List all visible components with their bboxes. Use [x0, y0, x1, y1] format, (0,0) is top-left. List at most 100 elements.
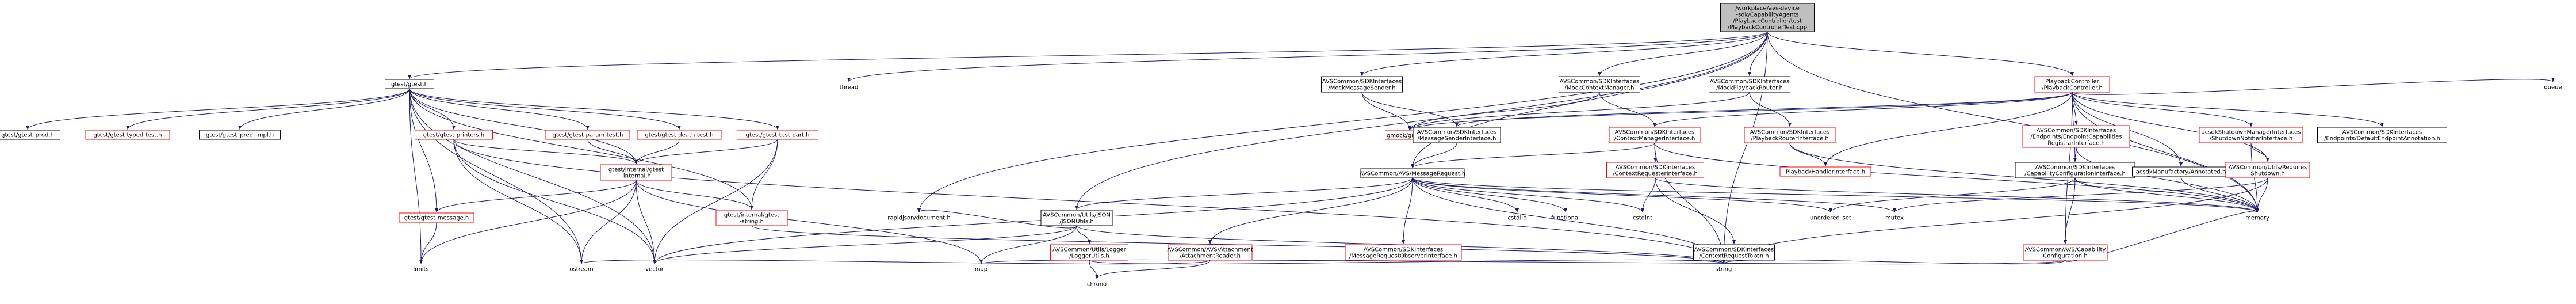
node-box [1609, 127, 1701, 143]
edge-jsonutils-to-vector [653, 225, 1077, 264]
node-label: thread [840, 85, 859, 91]
edge-msgrequest-to-functional [1412, 177, 1567, 213]
node-label: AVSCommon/SDKInterfaces [1560, 79, 1639, 85]
node-label: /PlaybackRouterInterface.h [1751, 136, 1828, 142]
edge-pbctrl-to-defendpoint [2072, 92, 2384, 127]
node-pbctrl[interactable]: PlaybackController/PlaybackController.h [2034, 76, 2110, 93]
edge-msgrequest-to-jsonutils [1075, 177, 1413, 210]
node-defendpoint[interactable]: AVSCommon/SDKInterfaces/Endpoints/Defaul… [2317, 127, 2447, 143]
node-capconfig[interactable]: AVSCommon/AVS/CapabilityConfiguration.h [2023, 244, 2108, 261]
edge-gtest-to-gtest_string [409, 88, 753, 210]
node-label: unordered_set [1810, 215, 1851, 222]
node-mockctxmgr[interactable]: AVSCommon/SDKInterfaces/MockContextManag… [1559, 76, 1640, 93]
node-msgreqobs[interactable]: AVSCommon/SDKInterfaces/MessageRequestOb… [1345, 244, 1462, 261]
edge-root-to-pbctrl [1767, 31, 2074, 77]
node-label: /PlaybackController/test [1733, 18, 1802, 25]
node-ctxreqif[interactable]: AVSCommon/SDKInterfaces/ContextRequester… [1606, 162, 1704, 178]
node-box [85, 130, 170, 140]
node-attachreader[interactable]: AVSCommon/AVS/Attachment/AttachmentReade… [1167, 244, 1253, 261]
node-box [1168, 244, 1253, 261]
node-label: AVSCommon/AVS/MessageRequest.h [1360, 171, 1466, 177]
node-limits: limits [413, 267, 428, 273]
node-label: map [975, 267, 987, 273]
node-label: PlaybackHandlerInterface.h [1786, 169, 1865, 176]
node-gtest_testpart[interactable]: gtest/gtest-test-part.h [737, 130, 818, 140]
node-gtest_message[interactable]: gtest/gtest-message.h [399, 212, 474, 223]
node-gtest_internal[interactable]: gtest/internal/gtest-internal.h [600, 164, 672, 181]
node-box [1693, 244, 1775, 261]
edge-ctxmgrif-to-memory [1654, 142, 2259, 213]
edge-msgsenderif-to-msgrequest [1411, 142, 1457, 169]
edge-requiresshutdown-to-memory [2256, 177, 2268, 213]
edge-pbctrl-to-playhandlerif [1824, 92, 2073, 167]
node-gtest_prod[interactable]: gtest/gtest_prod.h [0, 130, 60, 140]
node-label: limits [413, 267, 428, 273]
node-gtest_param[interactable]: gtest/gtest-param-test.h [545, 130, 630, 140]
node-label: /Endpoints/EndpointCapabilities [2030, 134, 2122, 140]
edge-root-to-gtest [408, 31, 1768, 79]
edge-msgrequest-to-attachreader [1208, 177, 1413, 245]
node-label: AVSCommon/Utils/Logger [1052, 247, 1127, 253]
node-label: /LoggerUtils.h [1069, 253, 1109, 260]
node-vector: vector [645, 267, 664, 273]
node-label: gtest/gtest-death-test.h [645, 132, 713, 139]
node-ctxmgrif[interactable]: AVSCommon/SDKInterfaces/ContextManagerIn… [1609, 127, 1701, 143]
node-gtest_typed[interactable]: gtest/gtest-typed-test.h [85, 130, 170, 140]
node-unordered_set: unordered_set [1810, 215, 1851, 222]
node-label: gtest/gtest_pred_impl.h [206, 132, 274, 139]
node-label: /PlaybackController.h [2042, 85, 2103, 92]
node-label: gtest/gtest-typed-test.h [93, 132, 162, 139]
node-label: mutex [1885, 215, 1904, 222]
node-msgrequest[interactable]: AVSCommon/AVS/MessageRequest.h [1360, 168, 1466, 178]
node-box [385, 79, 434, 89]
edge-gtest_testpart-to-gtest_string [750, 139, 778, 210]
edge-capconfig-to-memory [2065, 208, 2259, 262]
node-label: /MessageSenderInterface.h [1418, 136, 1496, 142]
node-shutdownmgr[interactable]: acsdkShutdownManagerInterfaces/ShutdownN… [2199, 127, 2303, 143]
edge-requiresshutdown-to-string [1722, 177, 2268, 264]
edge-endpointcap-to-memory [2076, 147, 2259, 213]
node-label: /MockMessageSender.h [1328, 85, 1395, 92]
edge-gtest_printers-to-vector [453, 139, 656, 264]
node-manufactory[interactable]: acsdkManufactory/Annotated.h [2132, 166, 2230, 177]
node-root: /workplace/avs-device-sdk/CapabilityAgen… [1720, 3, 1815, 32]
node-endpointcap[interactable]: AVSCommon/SDKInterfaces/Endpoints/Endpoi… [2022, 125, 2130, 148]
node-layer: /workplace/avs-device-sdk/CapabilityAgen… [0, 3, 2562, 288]
node-gtest_pred[interactable]: gtest/gtest_pred_impl.h [199, 130, 281, 140]
node-mockplayrouter[interactable]: AVSCommon/SDKInterfaces/MockPlaybackRout… [1709, 76, 1790, 93]
edge-gtest-to-gtest_typed [126, 88, 410, 130]
node-capconfigif[interactable]: AVSCommon/SDKInterfaces/CapabilityConfig… [2015, 162, 2135, 178]
node-playrouterif[interactable]: AVSCommon/SDKInterfaces/PlaybackRouterIn… [1744, 127, 1836, 143]
node-box [2023, 244, 2108, 261]
node-ctxreqtoken[interactable]: AVSCommon/SDKInterfaces/ContextRequestTo… [1693, 244, 1775, 261]
node-gtest[interactable]: gtest/gtest.h [385, 79, 434, 89]
edge-capconfigif-to-capconfig [2064, 177, 2076, 245]
edge-root-to-thread [847, 31, 1768, 82]
node-box [637, 130, 722, 140]
node-gtest_printers[interactable]: gtest/gtest-printers.h [415, 130, 493, 140]
edge-gtest_internal-to-limits [419, 180, 637, 264]
node-box [737, 130, 818, 140]
node-label: Shutdown.h [2250, 171, 2284, 177]
node-mockmsgsender[interactable]: AVSCommon/SDKInterfaces/MockMessageSende… [1321, 76, 1403, 93]
node-logger[interactable]: AVSCommon/Utils/Logger/LoggerUtils.h [1050, 244, 1128, 261]
node-ostream: ostream [569, 267, 593, 273]
node-msgsenderif[interactable]: AVSCommon/SDKInterfaces/MessageSenderInt… [1413, 127, 1501, 143]
node-playhandlerif[interactable]: PlaybackHandlerInterface.h [1779, 166, 1871, 177]
edge-gtest_printers-to-gtest_internal [453, 139, 638, 165]
node-gtest_string[interactable]: gtest/internal/gtest-string.h [715, 210, 788, 226]
node-box [399, 212, 474, 223]
edge-pbctrl-to-memory [2072, 92, 2259, 213]
edge-ctxmgrif-to-msgrequest [1411, 142, 1655, 169]
node-queue: queue [2544, 85, 2562, 91]
node-functional: functional [1551, 215, 1580, 222]
edge-gtest_testpart-to-gtest_internal [634, 139, 778, 165]
node-gtest_death[interactable]: gtest/gtest-death-test.h [637, 130, 722, 140]
edge-gtest-to-limits [409, 88, 423, 264]
edge-pbctrl-to-ctxmgrif [1653, 92, 2073, 127]
edge-gtest-to-gtest_death [409, 88, 681, 130]
edge-gtest_internal-to-map [636, 180, 983, 264]
node-jsonutils[interactable]: AVSCommon/Utils/JSON/JSONUtils.h [1040, 210, 1113, 226]
